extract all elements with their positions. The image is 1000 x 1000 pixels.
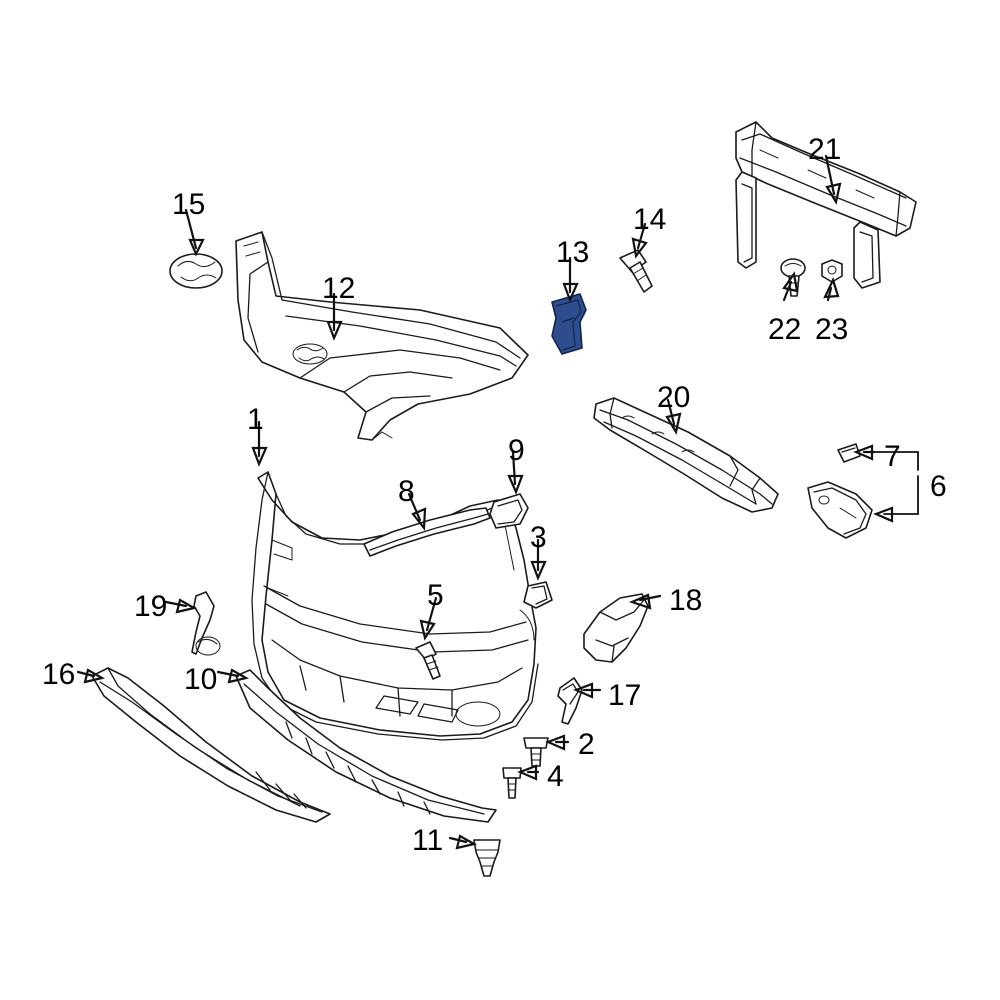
part-9-bracket	[489, 493, 529, 529]
callout-4[interactable]: 4	[547, 760, 564, 793]
callout-11[interactable]: 11	[412, 824, 444, 857]
part-2-screw	[523, 737, 549, 767]
callout-20[interactable]: 20	[657, 381, 691, 414]
callout-6[interactable]: 6	[930, 470, 947, 503]
part-4-bolt	[502, 767, 522, 799]
callout-7[interactable]: 7	[884, 440, 901, 473]
leader-lines	[76, 154, 919, 850]
part-14-bolt	[619, 249, 653, 293]
callout-13[interactable]: 13	[556, 236, 590, 269]
part-8-moulding	[363, 507, 491, 557]
part-17-side-clip	[557, 677, 583, 725]
part-13-highlighted-bracket	[551, 293, 587, 355]
callout-23[interactable]: 23	[815, 313, 849, 346]
callout-18[interactable]: 18	[669, 584, 703, 617]
part-16-spoiler	[91, 667, 331, 823]
part-5-screw	[415, 641, 441, 680]
part-12-upper-grille	[235, 231, 529, 441]
part-15-emblem	[169, 253, 223, 289]
part-20-stiffener	[593, 397, 779, 513]
part-7-clip	[837, 443, 861, 463]
part-11-grommet	[473, 839, 501, 877]
callout-10[interactable]: 10	[184, 663, 218, 696]
callout-22[interactable]: 22	[768, 313, 802, 346]
callout-12[interactable]: 12	[322, 272, 356, 305]
part-18-side-support	[583, 593, 649, 663]
callout-17[interactable]: 17	[608, 679, 642, 712]
callout-1[interactable]: 1	[247, 403, 264, 436]
part-21-reinforcement-beam	[735, 121, 917, 289]
part-6-side-bracket	[807, 481, 873, 539]
callout-5[interactable]: 5	[427, 579, 444, 612]
callout-3[interactable]: 3	[530, 521, 547, 554]
callout-8[interactable]: 8	[398, 475, 415, 508]
part-10-lower-cover	[235, 669, 497, 823]
callout-14[interactable]: 14	[633, 203, 667, 236]
callout-2[interactable]: 2	[578, 728, 595, 761]
callout-19[interactable]: 19	[134, 590, 168, 623]
part-19-retainer	[191, 591, 221, 656]
callout-9[interactable]: 9	[508, 434, 525, 467]
callout-16[interactable]: 16	[42, 658, 76, 691]
callout-15[interactable]: 15	[172, 188, 206, 221]
part-3-clip	[523, 581, 553, 609]
callout-21[interactable]: 21	[808, 133, 842, 166]
part-1-bumper-cover	[251, 471, 539, 741]
part-23-nut	[821, 259, 843, 283]
